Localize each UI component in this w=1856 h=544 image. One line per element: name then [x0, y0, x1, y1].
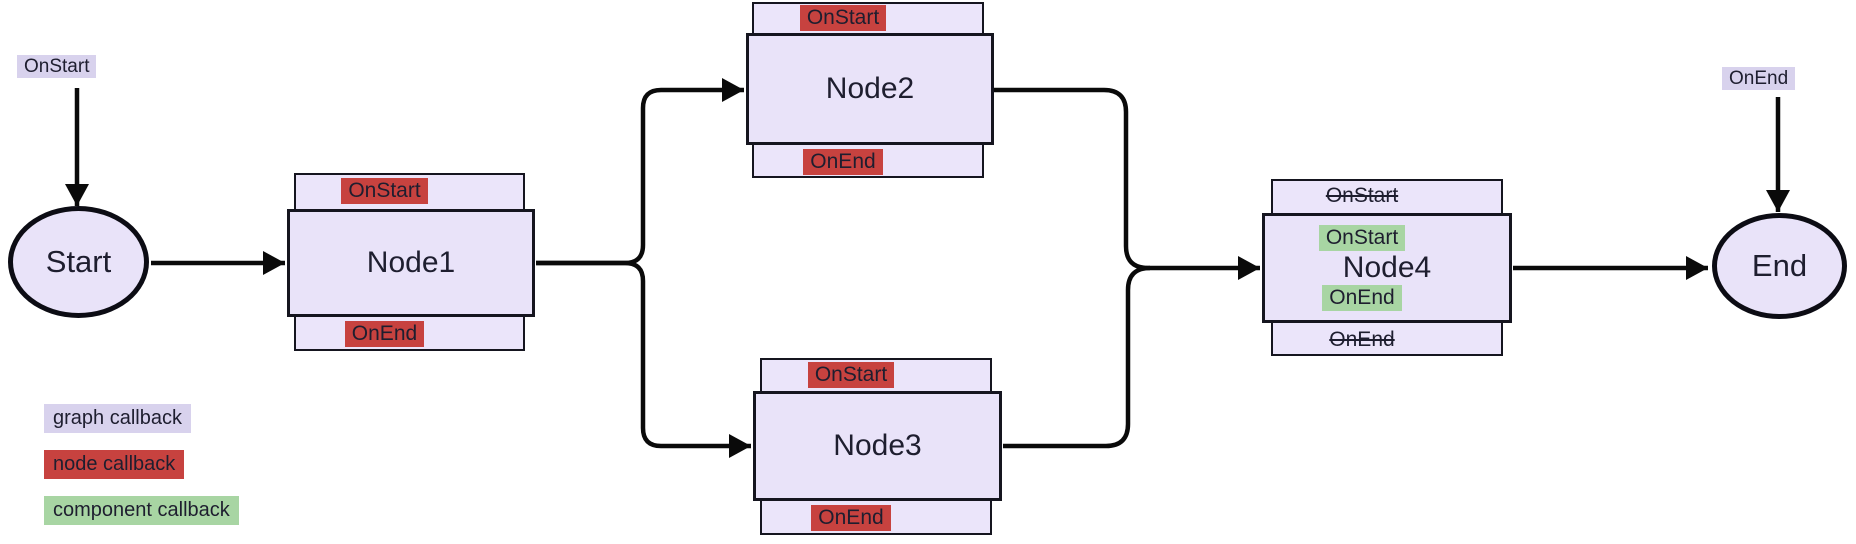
node1-onend-tab: OnEnd	[294, 313, 525, 351]
node4-component-onstart-callback: OnStart	[1318, 225, 1406, 251]
legend-item-graph-callback: graph callback	[44, 404, 191, 433]
graph-onstart-callback: OnStart	[17, 55, 97, 78]
start-node: Start	[8, 206, 149, 318]
node4-rect: OnStart Node4 OnEnd	[1262, 213, 1512, 323]
node3-onend-tab: OnEnd	[760, 497, 992, 535]
node2-onstart-callback: OnStart	[799, 5, 887, 31]
node4-title: Node4	[1342, 251, 1432, 284]
legend-item-component-callback: component callback	[44, 496, 239, 525]
node3-title: Node3	[833, 429, 922, 462]
node4-component-onend-callback: OnEnd	[1322, 285, 1402, 311]
node4-overridden-onend-callback: OnEnd	[1329, 327, 1395, 351]
node3-onstart-tab: OnStart	[760, 358, 992, 395]
edge-node2-to-node4	[994, 87, 1260, 280]
node2-onend-callback: OnEnd	[803, 148, 883, 175]
node1-onstart-tab: OnStart	[294, 173, 525, 213]
start-node-label: Start	[45, 244, 112, 279]
node4-overridden-onstart-callback: OnStart	[1325, 184, 1399, 207]
edge-node1-to-node2	[536, 78, 744, 266]
graph-onend-callback: OnEnd	[1722, 67, 1796, 90]
node3-rect: Node3	[753, 391, 1002, 501]
node1-rect: Node1	[287, 209, 535, 317]
edge-node3-to-node4	[1003, 265, 1151, 449]
node1-title: Node1	[366, 246, 456, 279]
end-node: End	[1712, 213, 1847, 319]
edge-node1-to-node3	[536, 260, 751, 458]
node4-overridden-onstart-tab: OnStart	[1271, 179, 1503, 217]
node2-onstart-tab: OnStart	[752, 2, 984, 38]
legend-item-node-callback: node callback	[44, 450, 185, 479]
node2-onend-tab: OnEnd	[752, 141, 984, 178]
graph-onstart-label: OnStart	[17, 55, 97, 78]
node3-onend-callback: OnEnd	[811, 505, 891, 531]
node3-onstart-callback: OnStart	[807, 361, 895, 388]
end-node-label: End	[1751, 248, 1808, 283]
node1-onstart-callback: OnStart	[341, 178, 428, 204]
node4-overridden-onend-tab: OnEnd	[1271, 319, 1503, 356]
graph-onend-label: OnEnd	[1722, 67, 1796, 90]
legend: graph callback node callback component c…	[44, 404, 239, 525]
node2-title: Node2	[825, 72, 915, 105]
node2-rect: Node2	[746, 33, 994, 145]
node1-onend-callback: OnEnd	[344, 321, 425, 347]
